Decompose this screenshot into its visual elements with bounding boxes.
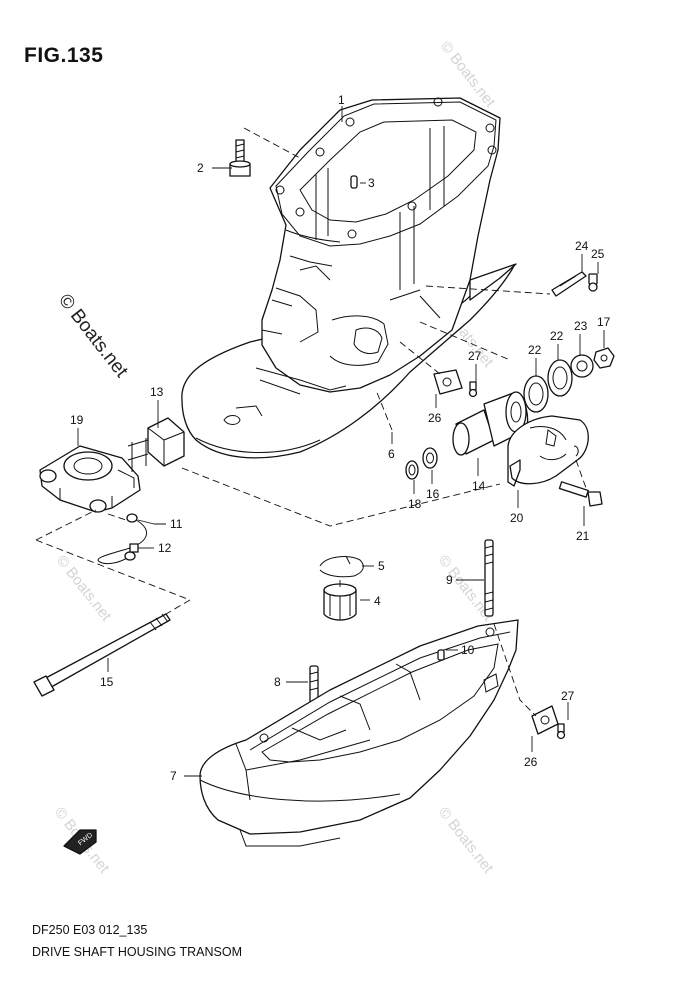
- callout-15: 15: [100, 675, 114, 689]
- bolt-15: [33, 613, 171, 697]
- callout-9: 9: [446, 573, 453, 587]
- callout-10: 10: [461, 643, 475, 657]
- arrow-left-icon: [63, 829, 97, 855]
- callout-23: 23: [574, 319, 588, 333]
- callout-22a: 22: [528, 343, 542, 357]
- grommet-13: [127, 417, 185, 472]
- callout-24: 24: [575, 239, 589, 253]
- stud-9: [484, 539, 494, 617]
- bracket-24: [551, 271, 598, 297]
- figure-name: DRIVE SHAFT HOUSING TRANSOM: [32, 945, 242, 959]
- leader-lines: [77, 106, 605, 777]
- callout-2: 2: [197, 161, 204, 175]
- callout-26b: 26: [524, 755, 538, 769]
- callout-16: 16: [426, 487, 440, 501]
- callout-1: 1: [338, 93, 345, 107]
- bracket-19: [39, 445, 141, 513]
- callout-22b: 22: [550, 329, 564, 343]
- model-code: DF250 E03 012_135: [32, 923, 148, 937]
- callout-21: 21: [576, 529, 590, 543]
- watermark-strong: © Boats.net: [54, 290, 132, 382]
- callout-6: 6: [388, 447, 395, 461]
- callouts: 1 2 3 4 5 6 7 8 9 10 11 12 13 14 15 16 1…: [70, 93, 611, 783]
- drive-shaft-housing: [181, 97, 517, 459]
- figure-title: FIG.135: [24, 44, 104, 67]
- watermark: © Boats.net: [435, 804, 497, 877]
- clamp-20: [507, 415, 603, 507]
- callout-18: 18: [408, 497, 422, 511]
- bolt-2: [229, 139, 251, 177]
- callout-27b: 27: [561, 689, 575, 703]
- callout-11: 11: [170, 517, 183, 531]
- lower-cover-7: [199, 619, 519, 847]
- callout-17: 17: [597, 315, 611, 329]
- callout-5: 5: [378, 559, 385, 573]
- callout-20: 20: [510, 511, 524, 525]
- callout-12: 12: [158, 541, 172, 555]
- callout-7: 7: [170, 769, 177, 783]
- callout-13: 13: [150, 385, 164, 399]
- collar-4: [323, 583, 357, 621]
- watermark: © Boats.net: [53, 552, 115, 625]
- callout-25: 25: [591, 247, 605, 261]
- fwd-badge: FWD: [63, 829, 97, 855]
- plate-26-upper: [433, 369, 478, 398]
- callout-14: 14: [472, 479, 486, 493]
- callout-4: 4: [374, 594, 381, 608]
- clip-5: [319, 555, 364, 578]
- callout-3: 3: [368, 176, 375, 190]
- callout-19: 19: [70, 413, 84, 427]
- callout-26a: 26: [428, 411, 442, 425]
- plate-26-lower: [531, 705, 566, 740]
- callout-8: 8: [274, 675, 281, 689]
- ground-wire-11: [97, 513, 147, 565]
- callout-27a: 27: [468, 349, 482, 363]
- washer-stack: [523, 347, 615, 413]
- assembly-lines: [35, 127, 587, 717]
